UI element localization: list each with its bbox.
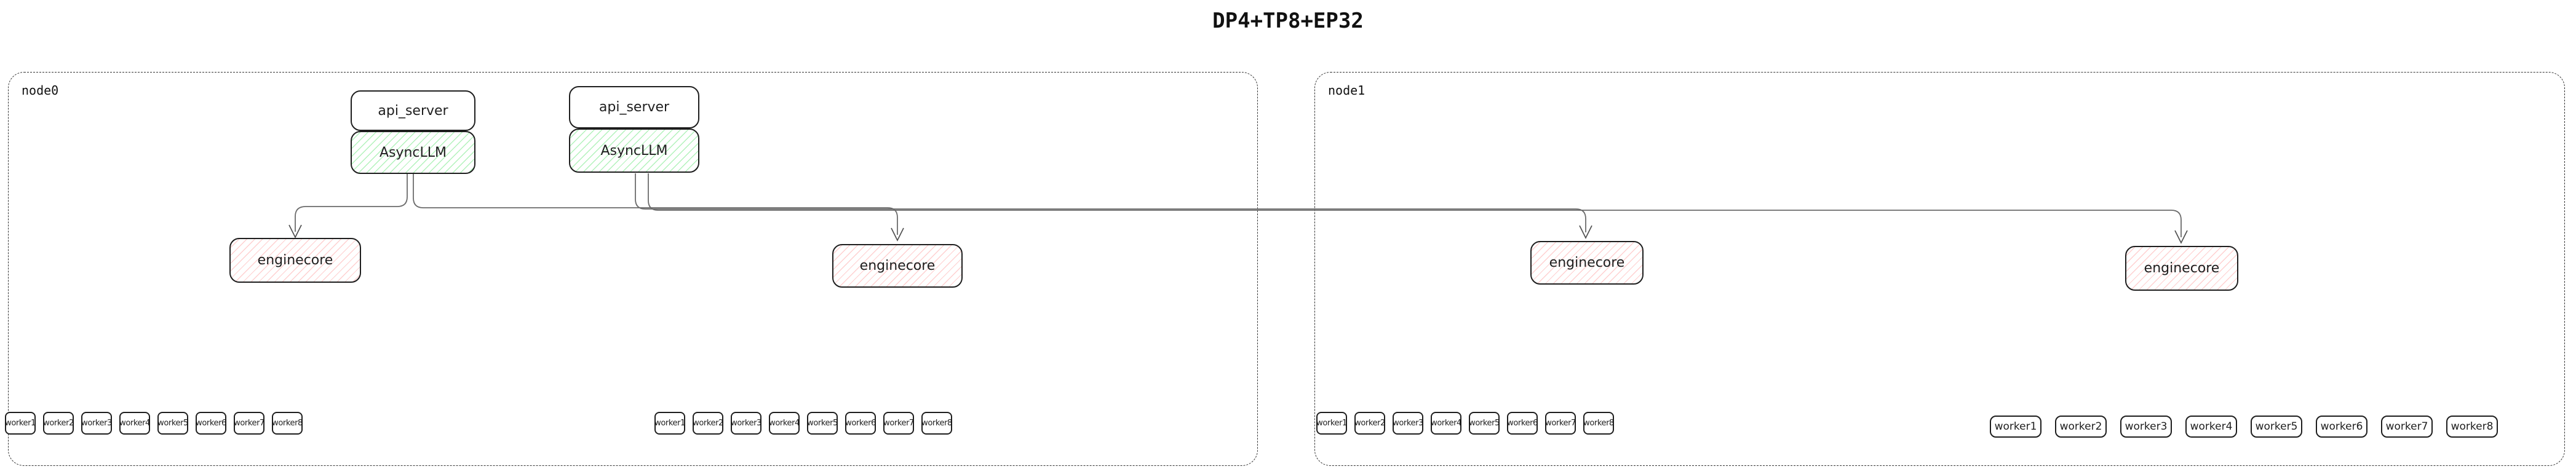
- worker-box: worker2: [2055, 416, 2107, 438]
- worker-box: worker4: [2185, 416, 2237, 438]
- worker-box: worker5: [1469, 412, 1500, 435]
- api-server-box-1: api_server: [351, 90, 475, 131]
- worker-box: worker4: [1431, 412, 1461, 435]
- enginecore-box-1: enginecore: [229, 238, 361, 283]
- diagram-title: DP4+TP8+EP32: [1212, 9, 1364, 33]
- worker-box: worker5: [2251, 416, 2302, 438]
- worker-box: worker8: [1583, 412, 1614, 435]
- enginecore-box-3: enginecore: [1530, 241, 1644, 285]
- worker-box: worker7: [1545, 412, 1576, 435]
- worker-box: worker3: [731, 412, 761, 435]
- worker-box: worker1: [1316, 412, 1347, 435]
- worker-box: worker3: [1393, 412, 1423, 435]
- worker-box: worker6: [1507, 412, 1538, 435]
- worker-box: worker7: [234, 412, 264, 435]
- worker-box: worker6: [196, 412, 226, 435]
- worker-box: worker1: [654, 412, 685, 435]
- worker-box: worker7: [883, 412, 914, 435]
- worker-box: worker4: [769, 412, 800, 435]
- asyncllm-box-1: AsyncLLM: [351, 131, 475, 174]
- worker-box: worker6: [845, 412, 876, 435]
- worker-group-node1-b: worker1 worker2 worker3 worker4 worker5 worke…: [1990, 416, 2498, 438]
- worker-box: worker8: [2446, 416, 2498, 438]
- enginecore-box-2: enginecore: [832, 244, 963, 288]
- node0-label: node0: [22, 83, 59, 98]
- worker-box: worker2: [693, 412, 723, 435]
- worker-box: worker5: [157, 412, 188, 435]
- worker-box: worker5: [807, 412, 838, 435]
- worker-box: worker7: [2381, 416, 2433, 438]
- worker-box: worker3: [81, 412, 112, 435]
- worker-box: worker3: [2120, 416, 2172, 438]
- worker-group-node0-b: worker1 worker2 worker3 worker4 worker5 worke…: [654, 412, 952, 435]
- worker-box: worker1: [1990, 416, 2041, 438]
- worker-box: worker1: [5, 412, 36, 435]
- worker-box: worker4: [119, 412, 150, 435]
- worker-box: worker2: [43, 412, 74, 435]
- worker-group-node1-a: worker1 worker2 worker3 worker4 worker5 worke…: [1316, 412, 1614, 435]
- asyncllm-box-2: AsyncLLM: [569, 128, 699, 173]
- worker-group-node0-a: worker1 worker2 worker3 worker4 worker5 worke…: [5, 412, 303, 435]
- worker-box: worker6: [2316, 416, 2367, 438]
- worker-box: worker2: [1354, 412, 1385, 435]
- worker-box: worker8: [272, 412, 303, 435]
- worker-box: worker8: [921, 412, 952, 435]
- enginecore-box-4: enginecore: [2125, 246, 2238, 291]
- api-server-box-2: api_server: [569, 86, 699, 128]
- node1-label: node1: [1328, 83, 1366, 98]
- node1-container: [1314, 72, 2565, 466]
- node0-container: [8, 72, 1258, 466]
